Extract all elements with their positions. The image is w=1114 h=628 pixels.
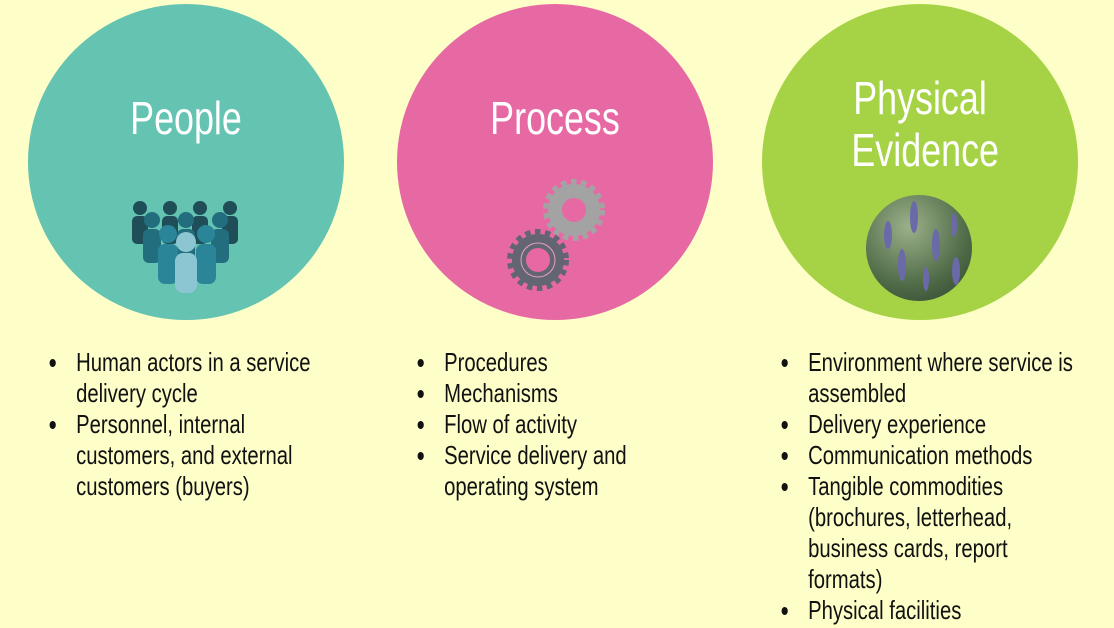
list-item: Service delivery and operating system (416, 440, 681, 502)
list-item: Communication methods (780, 440, 1076, 471)
list-item: Delivery experience (780, 409, 1076, 440)
list-item: Human actors in a service delivery cycle (48, 347, 313, 409)
list-item: Procedures (416, 347, 681, 378)
physical-evidence-bullets: Environment where service is assembled D… (780, 347, 1076, 626)
physical-evidence-title: Physical Evidence (851, 72, 999, 176)
list-item: Personnel, internal customers, and exter… (48, 409, 313, 502)
list-item: Mechanisms (416, 378, 681, 409)
people-circle: People (28, 4, 344, 320)
process-bullets: Procedures Mechanisms Flow of activity S… (416, 347, 681, 502)
list-item: Flow of activity (416, 409, 681, 440)
people-bullets: Human actors in a service delivery cycle… (48, 347, 313, 502)
process-circle: Process (397, 4, 713, 320)
physical-evidence-circle: Physical Evidence (762, 4, 1078, 320)
list-item: Tangible commodities (brochures, letterh… (780, 471, 1076, 595)
lavender-photo (866, 195, 972, 301)
list-item: Environment where service is assembled (780, 347, 1076, 409)
list-item: Physical facilities (780, 595, 1076, 626)
process-title: Process (490, 92, 620, 144)
gears-icon (507, 179, 605, 291)
people-group-icon (132, 201, 238, 293)
people-title: People (130, 92, 242, 144)
